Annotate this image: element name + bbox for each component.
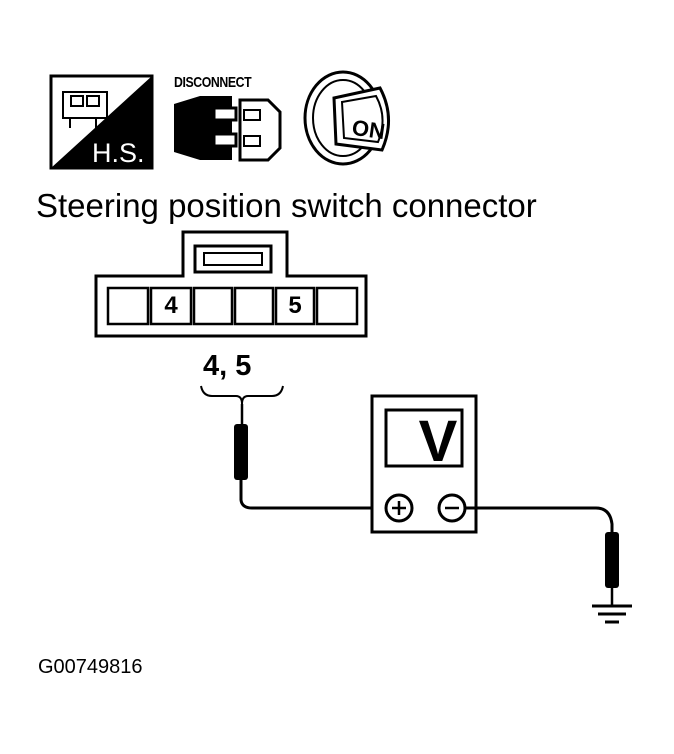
harness-side-label: H.S. — [92, 138, 145, 168]
ignition-on-label: ON — [350, 114, 387, 145]
terminal-bracket — [200, 385, 284, 405]
probe-terminals-label: 4, 5 — [203, 350, 252, 382]
ignition-key-icon — [303, 70, 391, 166]
harness-side-icon — [49, 74, 154, 170]
ground-icon — [592, 604, 632, 624]
probe-negative — [465, 506, 619, 606]
disconnect-label: DISCONNECT — [174, 74, 252, 91]
pin-label-4: 4 — [164, 292, 178, 319]
voltmeter-label: V — [418, 409, 458, 474]
pin-label-5: 5 — [288, 292, 302, 319]
figure-id: G00749816 — [38, 656, 143, 678]
voltmeter — [370, 394, 478, 534]
connector-body — [94, 230, 368, 338]
connector-title: Steering position switch connector — [36, 187, 537, 224]
probe-positive — [234, 404, 386, 510]
disconnect-connector-icon — [174, 96, 282, 162]
